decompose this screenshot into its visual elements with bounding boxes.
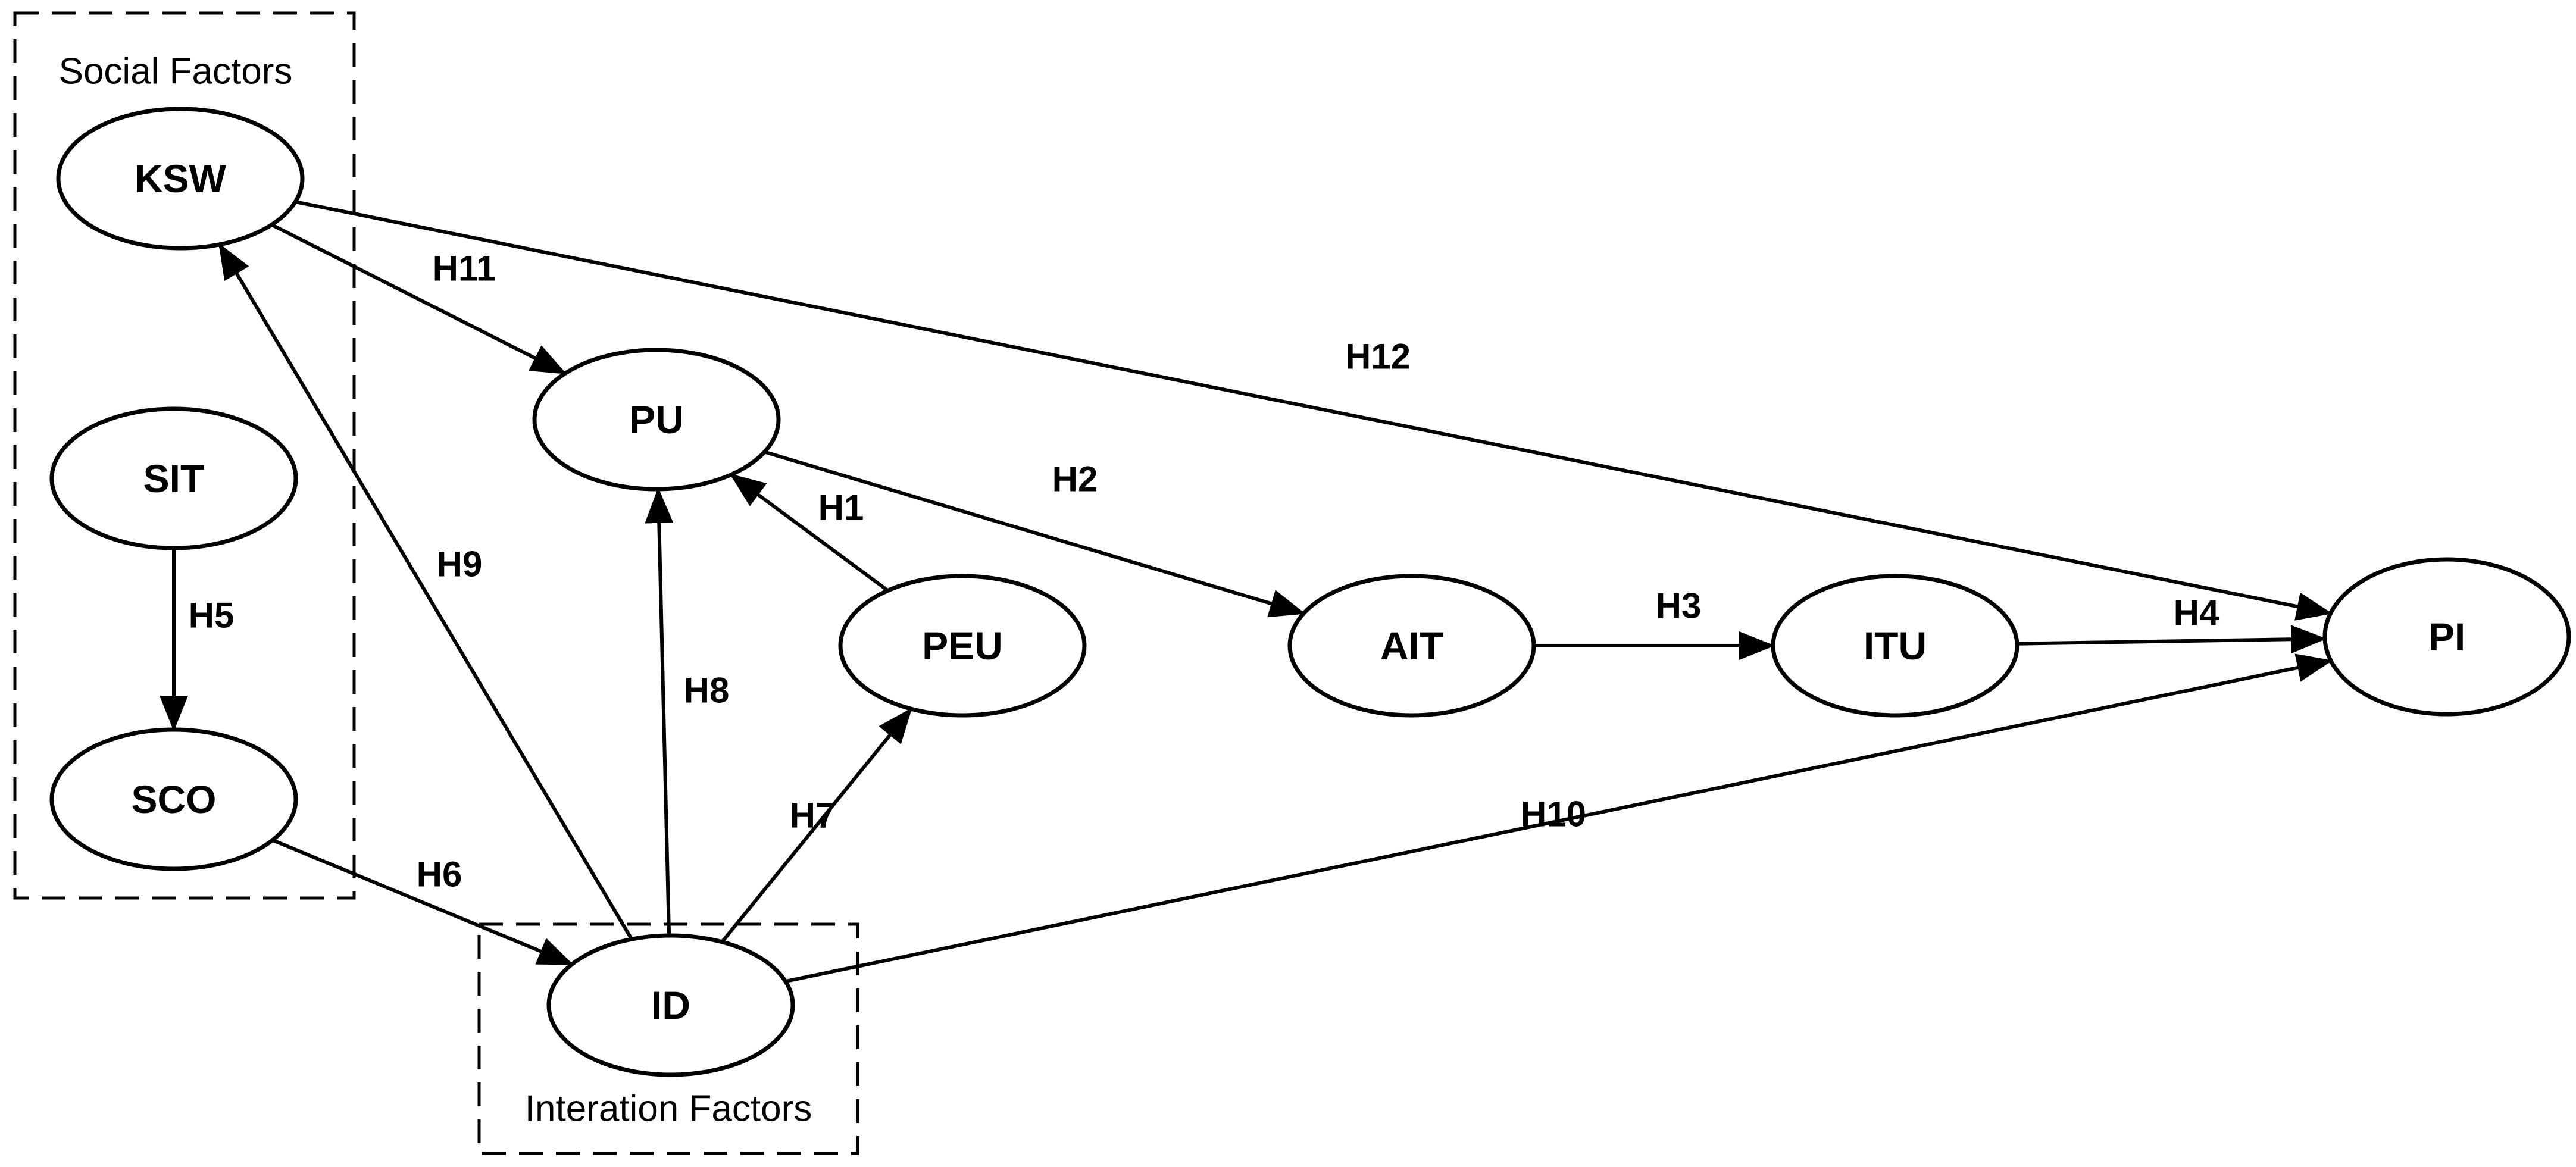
edge-h1-arrow: [729, 473, 889, 592]
group-box-social: [13, 11, 356, 900]
edge-h11-arrow: [271, 223, 567, 376]
node-sco-ellipse: [49, 727, 298, 871]
node-pu: PU: [532, 348, 781, 492]
edge-label-h4: H4: [2174, 593, 2219, 633]
node-itu: ITU: [1771, 574, 2019, 718]
group-label-interaction: Interation Factors: [525, 1088, 812, 1130]
edge-label-h10: H10: [1521, 794, 1586, 834]
edge-h10-arrow: [785, 653, 2333, 983]
edge-h12-arrow: [295, 200, 2333, 621]
node-id-label: ID: [651, 983, 690, 1027]
node-ait-ellipse: [1287, 574, 1536, 718]
edge-label-h8: H8: [684, 671, 730, 711]
edge-label-h6: H6: [417, 855, 462, 894]
node-peu-label: PEU: [922, 624, 1003, 668]
edge-h9-arrow: [218, 243, 633, 940]
edge-label-h2: H2: [1052, 459, 1098, 499]
edge-h4-arrow: [2017, 625, 2327, 654]
node-sit-label: SIT: [143, 456, 205, 500]
edge-h6-arrow: [271, 838, 574, 966]
node-ksw: KSW: [56, 107, 305, 251]
node-pu-label: PU: [629, 398, 684, 442]
edge-h2-arrow: [764, 450, 1306, 618]
node-sco-label: SCO: [131, 777, 216, 821]
node-peu-ellipse: [838, 574, 1087, 718]
edge-label-h12: H12: [1345, 337, 1411, 377]
node-ait: AIT: [1287, 574, 1536, 718]
node-id-ellipse: [546, 933, 795, 1077]
edge-label-h1: H1: [818, 488, 864, 528]
edge-h8-arrow: [645, 487, 674, 936]
node-id: ID: [546, 933, 795, 1077]
edge-label-h7: H7: [790, 796, 836, 836]
node-sit: SIT: [49, 406, 298, 550]
group-label-social: Social Factors: [59, 51, 293, 92]
edge-h7-arrow: [720, 707, 913, 943]
node-ksw-ellipse: [56, 107, 305, 251]
node-pi-ellipse: [2322, 557, 2571, 717]
node-itu-label: ITU: [1864, 624, 1927, 668]
edge-label-h9: H9: [437, 545, 483, 584]
node-sco: SCO: [49, 727, 298, 871]
node-itu-ellipse: [1771, 574, 2019, 718]
node-pu-ellipse: [532, 348, 781, 492]
edge-label-h3: H3: [1656, 586, 1702, 626]
node-pi: PI: [2322, 557, 2571, 717]
node-sit-ellipse: [49, 406, 298, 550]
node-pi-label: PI: [2428, 615, 2465, 659]
edge-label-h11: H11: [433, 249, 496, 289]
node-ait-label: AIT: [1380, 624, 1443, 668]
node-peu: PEU: [838, 574, 1087, 718]
edge-label-h5: H5: [189, 596, 235, 636]
node-ksw-label: KSW: [135, 157, 227, 201]
